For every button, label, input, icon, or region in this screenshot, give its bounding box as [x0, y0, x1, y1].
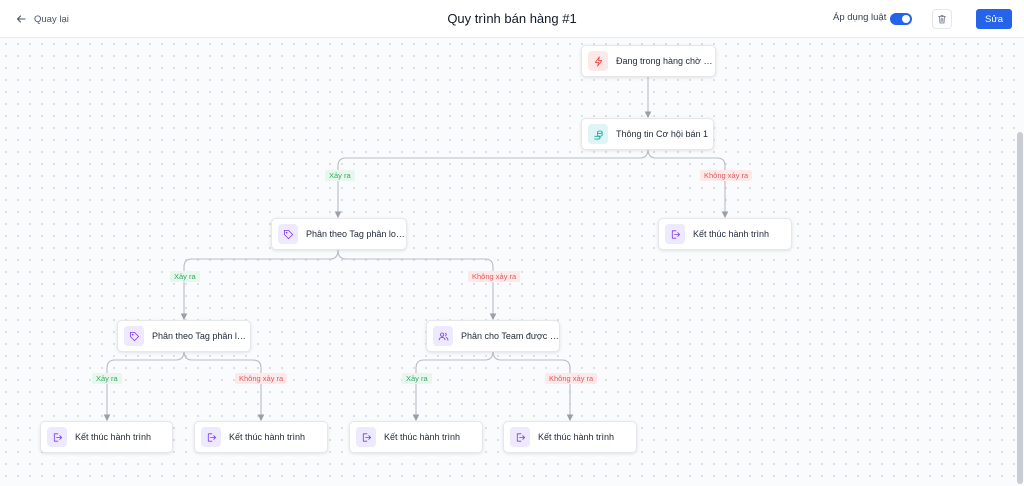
node-label: Kết thúc hành trình: [693, 229, 770, 239]
coins-icon: [588, 124, 608, 144]
exit-icon: [201, 427, 221, 447]
branch-label-no: Không xảy ra: [235, 373, 288, 384]
edge-tagsplit2-no: [183, 350, 265, 422]
apply-rule-label: Áp dụng luật: [833, 12, 887, 23]
exit-icon: [47, 427, 67, 447]
node-end[interactable]: Kết thúc hành trình: [503, 421, 637, 453]
node-label: Đang trong hàng chờ p...: [616, 56, 715, 66]
workflow-canvas[interactable]: Xảy ra Không xảy ra Xảy ra Không xảy ra …: [0, 38, 1024, 486]
exit-icon: [510, 427, 530, 447]
branch-label-yes: Xảy ra: [92, 373, 122, 384]
edge-opportunity-yes: [334, 148, 649, 219]
team-icon: [433, 326, 453, 346]
top-bar: Quay lại Quy trình bán hàng #1 Áp dụng l…: [0, 0, 1024, 38]
edit-button[interactable]: Sửa: [976, 9, 1012, 29]
toggle-knob: [902, 15, 910, 23]
edge-opportunity-no: [647, 148, 729, 219]
branch-label-yes: Xảy ra: [170, 271, 200, 282]
node-label: Phân cho Team được ch...: [461, 331, 559, 341]
branch-label-no: Không xảy ra: [700, 170, 753, 181]
tag-icon: [278, 224, 298, 244]
node-end[interactable]: Kết thúc hành trình: [40, 421, 173, 453]
node-tag-split[interactable]: Phân theo Tag phân loạ...: [271, 218, 407, 250]
branch-label-yes: Xảy ra: [402, 373, 432, 384]
edge-tagsplit2-yes: [103, 350, 185, 422]
node-end[interactable]: Kết thúc hành trình: [349, 421, 483, 453]
node-label: Kết thúc hành trình: [538, 432, 615, 442]
node-tag-split[interactable]: Phân theo Tag phân loạ...: [117, 320, 251, 352]
vertical-scrollbar[interactable]: [1017, 40, 1023, 486]
edge-tagsplit1-yes: [180, 249, 339, 321]
delete-button[interactable]: [932, 9, 952, 29]
tag-icon: [124, 326, 144, 346]
node-end[interactable]: Kết thúc hành trình: [194, 421, 328, 453]
arrow-left-icon: [16, 15, 26, 23]
edge-team-no: [492, 350, 574, 422]
workflow-edges: [103, 76, 729, 422]
node-label: Kết thúc hành trình: [75, 432, 152, 442]
node-trigger[interactable]: Đang trong hàng chờ p...: [581, 45, 716, 77]
scrollbar-thumb[interactable]: [1017, 132, 1023, 484]
apply-rule-toggle[interactable]: [890, 13, 912, 25]
exit-icon: [665, 224, 685, 244]
node-label: Thông tin Cơ hội bán 1: [616, 129, 708, 139]
node-end[interactable]: Kết thúc hành trình: [658, 218, 792, 250]
node-label: Phân theo Tag phân loạ...: [306, 229, 406, 239]
lightning-icon: [588, 51, 608, 71]
node-label: Kết thúc hành trình: [229, 432, 306, 442]
node-label: Kết thúc hành trình: [384, 432, 461, 442]
branch-label-no: Không xảy ra: [545, 373, 598, 384]
branch-label-no: Không xảy ra: [468, 271, 521, 282]
edge-tagsplit1-no: [337, 249, 497, 321]
branch-label-yes: Xảy ra: [325, 170, 355, 181]
exit-icon: [356, 427, 376, 447]
trash-icon: [938, 15, 946, 24]
edge-team-yes: [412, 350, 494, 422]
node-team-assign[interactable]: Phân cho Team được ch...: [426, 320, 560, 352]
node-opportunity[interactable]: Thông tin Cơ hội bán 1: [581, 118, 714, 150]
back-label: Quay lại: [34, 13, 69, 25]
node-label: Phân theo Tag phân loạ...: [152, 331, 250, 341]
back-button[interactable]: Quay lại: [16, 11, 69, 27]
